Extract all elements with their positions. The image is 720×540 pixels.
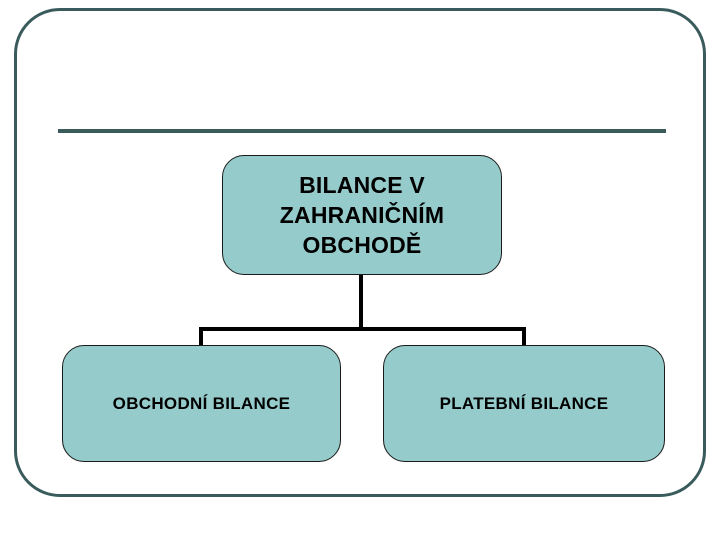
title-divider-rule	[58, 129, 666, 133]
connector-drop-right	[522, 327, 526, 346]
connector-horizontal-bus	[199, 327, 526, 331]
diagram-node-root-label: BILANCE V ZAHRANIČNÍM OBCHODĚ	[279, 172, 445, 258]
connector-root-stem	[359, 274, 363, 330]
diagram-node-platebni-bilance-label: PLATEBNÍ BILANCE	[439, 393, 609, 413]
connector-drop-left	[199, 327, 203, 346]
diagram-node-platebni-bilance[interactable]: PLATEBNÍ BILANCE	[383, 345, 665, 462]
diagram-node-root[interactable]: BILANCE V ZAHRANIČNÍM OBCHODĚ	[222, 155, 502, 275]
diagram-node-obchodni-bilance-label: OBCHODNÍ BILANCE	[112, 393, 291, 413]
slide-title	[58, 40, 666, 126]
diagram-node-obchodni-bilance[interactable]: OBCHODNÍ BILANCE	[62, 345, 341, 462]
